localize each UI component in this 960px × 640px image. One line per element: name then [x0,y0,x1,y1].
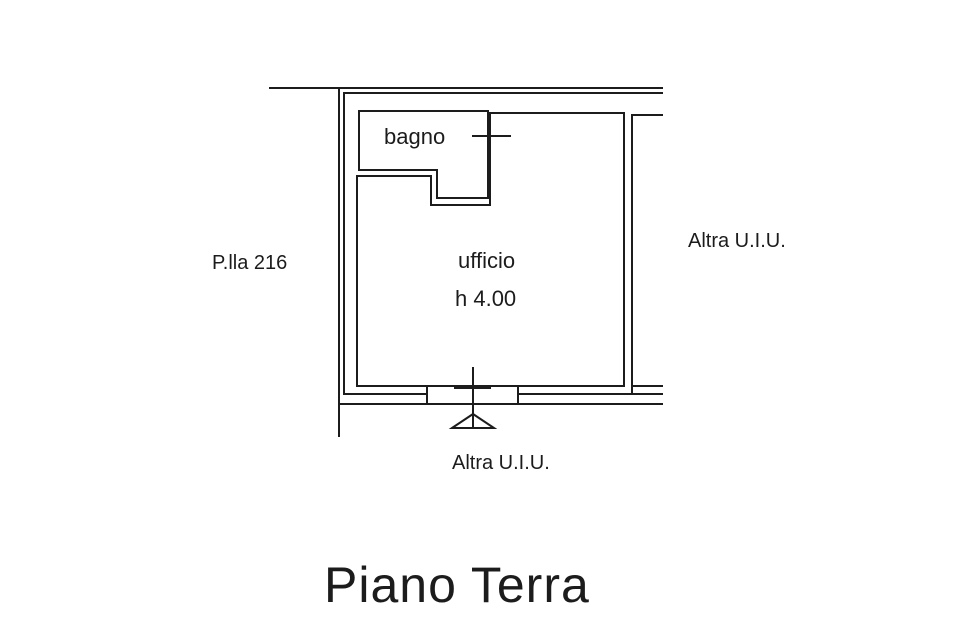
bagno-label: bagno [384,124,446,149]
left-neighbour-label: P.lla 216 [212,252,288,274]
bottom-neighbour-label: Altra U.I.U. [452,452,550,474]
ufficio-height-label: h 4.00 [455,286,517,311]
right-neighbour-label: Altra U.I.U. [688,230,786,252]
floor-title: Piano Terra [324,557,590,613]
entrance-arrow-icon [448,412,498,429]
ufficio-label: ufficio [458,248,516,273]
bagno-room-outline [358,110,489,199]
